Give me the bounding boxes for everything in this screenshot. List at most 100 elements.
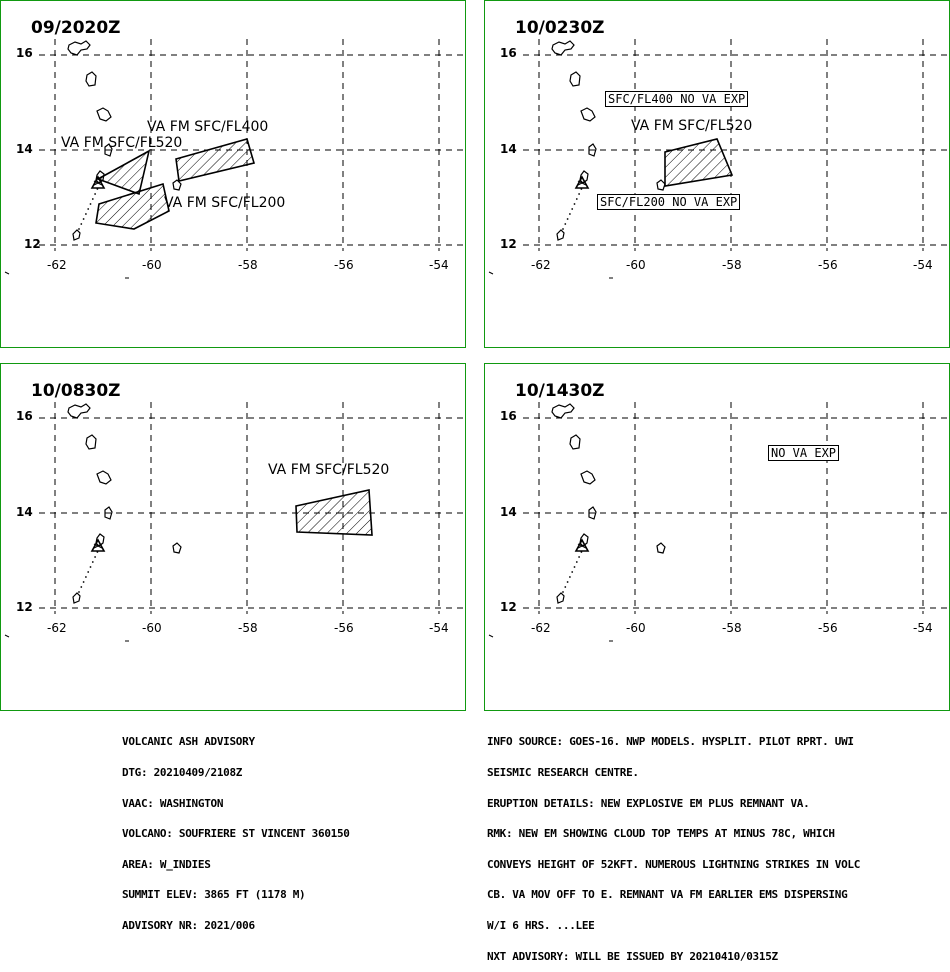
grenadines-islet xyxy=(575,198,578,200)
grenadines-islet xyxy=(562,228,564,230)
edge-tick xyxy=(4,271,10,275)
grenada-island xyxy=(556,229,565,241)
lat-tick-16: 16 xyxy=(500,409,517,423)
advisory-line: DTG: 20210409/2108Z xyxy=(122,766,243,779)
volcano-marker xyxy=(90,175,106,189)
barbados-island xyxy=(172,542,182,554)
lon-tick-54: -54 xyxy=(429,258,449,272)
grenada-island xyxy=(72,592,81,604)
grenadines-islet xyxy=(566,218,569,220)
grenadines-islet xyxy=(85,213,87,215)
lon-tick-54: -54 xyxy=(913,621,933,635)
lon-tick-58: -58 xyxy=(722,258,742,272)
grenadines-islet xyxy=(91,198,94,200)
lat-tick-12: 12 xyxy=(16,600,33,614)
lat-tick-16: 16 xyxy=(16,409,33,423)
grenadines-islet xyxy=(571,571,574,573)
lon-tick-56: -56 xyxy=(818,258,838,272)
grenadines-islet xyxy=(94,193,96,195)
lon-tick-62: -62 xyxy=(531,258,551,272)
dominica-island xyxy=(569,434,581,450)
ash-area-fl400 xyxy=(175,138,256,182)
guadeloupe-island xyxy=(67,403,91,419)
guadeloupe-island xyxy=(551,403,575,419)
map-canvas xyxy=(488,402,947,642)
volcano-marker xyxy=(574,538,590,552)
volcano-marker-cross xyxy=(93,543,103,549)
panel-title: 10/0230Z xyxy=(515,18,605,38)
lon-tick-58: -58 xyxy=(722,621,742,635)
guadeloupe-island xyxy=(67,40,91,56)
forecast-panel-3: 10/0830Z 16 14 12 -62 -60 -58 -56 -54 VA… xyxy=(0,363,466,711)
grenadines-islet xyxy=(80,223,83,225)
lon-tick-56: -56 xyxy=(334,258,354,272)
lon-tick-60: -60 xyxy=(142,621,162,635)
lat-tick-12: 12 xyxy=(500,237,517,251)
remarks-line: CB. VA MOV OFF TO E. REMNANT VA FM EARLI… xyxy=(487,888,848,902)
st-lucia-island xyxy=(104,506,113,520)
advisory-line: VAAC: WASHINGTON xyxy=(122,796,224,810)
martinique-island xyxy=(580,470,596,485)
ash-label-fl520: VA FM SFC/FL520 xyxy=(268,462,390,478)
advisory-header-text: VOLCANIC ASH ADVISORY DTG: 20210409/2108… xyxy=(122,717,350,941)
grenadines-islet xyxy=(575,561,578,563)
grenadines-islet xyxy=(82,218,85,220)
grenadines-islet xyxy=(571,208,574,210)
edge-tick xyxy=(488,634,494,638)
st-lucia-island xyxy=(588,506,597,520)
grenadines-islet xyxy=(87,208,90,210)
martinique-island xyxy=(96,107,112,122)
volcano-marker xyxy=(574,175,590,189)
barbados-island xyxy=(172,179,182,191)
panel-title: 10/0830Z xyxy=(31,381,121,401)
lat-tick-16: 16 xyxy=(16,46,33,60)
barbados-island xyxy=(656,542,666,554)
advisory-remarks-text: INFO SOURCE: GOES-16. NWP MODELS. HYSPLI… xyxy=(487,717,860,972)
advisory-line: ADVISORY NR: 2021/006 xyxy=(122,918,255,932)
lon-tick-60: -60 xyxy=(626,258,646,272)
remarks-line: NXT ADVISORY: WILL BE ISSUED BY 20210410… xyxy=(487,949,778,963)
grenadines-islet xyxy=(573,566,576,568)
remarks-line: ERUPTION DETAILS: NEW EXPLOSIVE EM PLUS … xyxy=(487,796,810,810)
forecast-panel-1: 09/2020Z 16 14 12 -62 -60 -58 -56 -54 VA… xyxy=(0,0,466,348)
st-lucia-island xyxy=(588,143,597,157)
martinique-island xyxy=(96,470,112,485)
advisory-line: AREA: W_INDIES xyxy=(122,857,211,871)
forecast-panel-2: 10/0230Z 16 14 12 -62 -60 -58 -56 -54 SF… xyxy=(484,0,950,348)
ash-label-fl520: VA FM SFC/FL520 xyxy=(631,118,753,134)
ash-label-fl520: VA FM SFC/FL520 xyxy=(61,135,183,151)
volcano-marker-cross xyxy=(577,543,587,549)
grenadines-islet xyxy=(85,576,87,578)
lon-tick-60: -60 xyxy=(142,258,162,272)
lat-tick-16: 16 xyxy=(500,46,517,60)
lon-tick-62: -62 xyxy=(47,621,67,635)
map-canvas xyxy=(4,39,463,279)
grenadines-islet xyxy=(78,591,80,593)
grenadines-islet xyxy=(82,581,85,583)
advisory-line: SUMMIT ELEV: 3865 FT (1178 M) xyxy=(122,888,306,902)
grenadines-islet xyxy=(578,556,580,558)
grenadines-islet xyxy=(78,228,80,230)
ash-area-fl200 xyxy=(95,182,170,230)
lon-tick-60: -60 xyxy=(626,621,646,635)
dominica-island xyxy=(569,71,581,87)
grenadines-islet xyxy=(569,213,571,215)
ash-label-fl200: VA FM SFC/FL200 xyxy=(164,195,286,211)
lon-tick-54: -54 xyxy=(429,621,449,635)
grenadines-islet xyxy=(87,571,90,573)
dominica-island xyxy=(85,434,97,450)
grenada-island xyxy=(72,229,81,241)
edge-tick xyxy=(488,271,494,275)
guadeloupe-island xyxy=(551,40,575,56)
martinique-island xyxy=(580,107,596,122)
lon-tick-58: -58 xyxy=(238,258,258,272)
grenadines-islet xyxy=(80,586,83,588)
lat-tick-14: 14 xyxy=(16,505,33,519)
volcano-marker-cross xyxy=(577,180,587,186)
remarks-line: RMK: NEW EM SHOWING CLOUD TOP TEMPS AT M… xyxy=(487,827,835,841)
advisory-line: VOLCANO: SOUFRIERE ST VINCENT 360150 xyxy=(122,827,350,841)
ash-area-fl520 xyxy=(96,149,151,196)
lon-tick-54: -54 xyxy=(913,258,933,272)
edge-tick xyxy=(4,634,10,638)
lat-tick-12: 12 xyxy=(24,237,41,251)
